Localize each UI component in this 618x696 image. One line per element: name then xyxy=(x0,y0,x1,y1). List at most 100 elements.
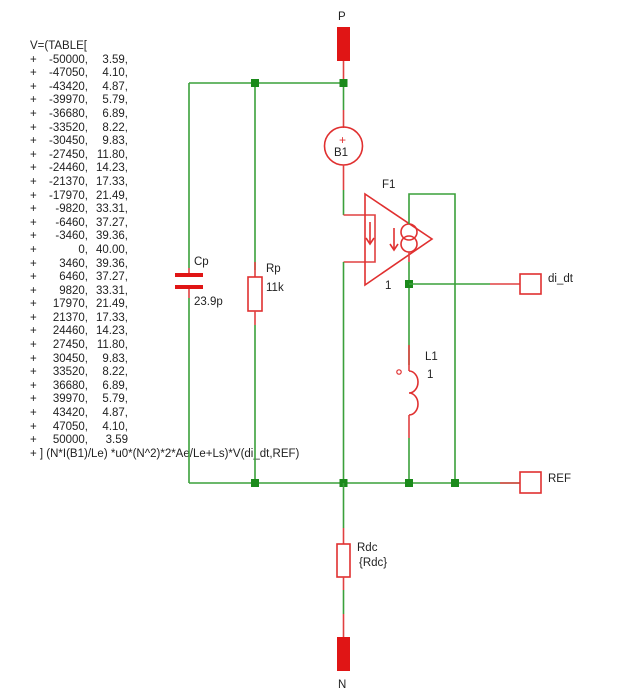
row-x-value: 0, xyxy=(78,243,88,256)
rdc-value: {Rdc} xyxy=(359,557,387,569)
row-y-value: 8.22, xyxy=(102,121,128,134)
row-y-value: 3.59 xyxy=(105,434,128,447)
row-x-value: -24460, xyxy=(48,162,88,175)
table-footer-expression: + ] (N*I(B1)/Le) *u0*(N^2)*2*Ae/Le+Ls)*V… xyxy=(30,447,300,460)
port-ref[interactable]: REF xyxy=(519,471,571,494)
cp-capacitor[interactable]: Cp 23.9p xyxy=(175,256,223,308)
table-row: +3460,39.36, xyxy=(30,258,299,272)
row-y-value: 14.23, xyxy=(96,162,128,175)
rp-body[interactable] xyxy=(247,276,263,312)
l1-inductor[interactable]: L1 1 xyxy=(396,345,438,438)
l1-polarity-dot xyxy=(396,369,402,375)
table-row: +30450,9.83, xyxy=(30,353,299,367)
row-x-value: -21370, xyxy=(48,175,88,188)
row-x-value: 50000, xyxy=(52,434,88,447)
table-row: +-39970,5.79, xyxy=(30,94,299,108)
row-x-value: -3460, xyxy=(55,230,88,243)
rp-value: 11k xyxy=(266,282,284,294)
b1-source[interactable]: + B1 xyxy=(323,126,364,166)
table-row: +-3460,39.36, xyxy=(30,230,299,244)
f1-label: F1 xyxy=(382,179,395,191)
row-prefix: + xyxy=(30,284,37,297)
row-prefix: + xyxy=(30,80,37,93)
table-row: +17970,21.49, xyxy=(30,298,299,312)
row-prefix: + xyxy=(30,434,37,447)
table-row: +0,40.00, xyxy=(30,244,299,258)
row-x-value: 33520, xyxy=(52,366,88,379)
row-x-value: -9820, xyxy=(55,203,88,216)
rp-resistor[interactable]: Rp 11k xyxy=(247,262,284,325)
row-y-value: 21.49, xyxy=(96,298,128,311)
port-di-dt-label: di_dt xyxy=(548,273,574,285)
row-y-value: 4.87, xyxy=(102,407,128,420)
row-y-value: 4.10, xyxy=(102,420,128,433)
junction xyxy=(251,479,259,487)
table-row: +47050, 4.10, xyxy=(30,421,299,435)
row-x-value: -17970, xyxy=(48,189,88,202)
row-y-value: 4.87, xyxy=(102,80,128,93)
row-y-value: 6.89, xyxy=(102,107,128,120)
table-row: +21370,17.33, xyxy=(30,312,299,326)
row-x-value: 3460, xyxy=(59,257,88,270)
row-x-value: -43420, xyxy=(48,80,88,93)
f1-sense-arrowhead xyxy=(365,237,375,246)
table-row: +36680,6.89, xyxy=(30,380,299,394)
row-y-value: 9.83, xyxy=(102,135,128,148)
b1-polarity: + xyxy=(339,133,346,147)
row-prefix: + xyxy=(30,107,37,120)
row-prefix: + xyxy=(30,121,37,134)
row-prefix: + xyxy=(30,352,37,365)
port-di-dt-box[interactable] xyxy=(519,273,542,295)
row-prefix: + xyxy=(30,339,37,352)
b1-label: B1 xyxy=(334,147,348,159)
f1-output-arrowhead xyxy=(389,243,399,252)
f1-triangle[interactable] xyxy=(364,192,434,287)
rdc-body[interactable] xyxy=(336,543,351,578)
row-prefix: + xyxy=(30,311,37,324)
row-x-value: -33520, xyxy=(48,121,88,134)
table-row: +-24460,14.23, xyxy=(30,162,299,176)
junction xyxy=(251,79,259,87)
row-y-value: 40.00, xyxy=(96,243,128,256)
port-di-dt[interactable]: di_dt xyxy=(519,273,574,295)
row-y-value: 11.80, xyxy=(96,148,128,161)
row-prefix: + xyxy=(30,94,37,107)
port-n[interactable]: N xyxy=(337,637,350,691)
table-row: +-21370,17.33, xyxy=(30,176,299,190)
row-y-value: 9.83, xyxy=(102,352,128,365)
junction xyxy=(405,479,413,487)
row-y-value: 8.22, xyxy=(102,366,128,379)
row-y-value: 3.59, xyxy=(102,53,128,66)
row-y-value: 11.80, xyxy=(96,339,128,352)
row-prefix: + xyxy=(30,271,37,284)
row-prefix: + xyxy=(30,420,37,433)
row-prefix: + xyxy=(30,189,37,202)
table-row: +50000, 3.59 xyxy=(30,434,299,448)
row-x-value: 17970, xyxy=(52,298,88,311)
table-row: +33520,8.22, xyxy=(30,366,299,380)
l1-label: L1 xyxy=(425,351,438,363)
rdc-label: Rdc xyxy=(357,542,378,554)
row-prefix: + xyxy=(30,67,37,80)
table-row: +43420,4.87, xyxy=(30,407,299,421)
port-p[interactable]: P xyxy=(337,11,350,61)
table-row: + -33520, 8.22, xyxy=(30,122,299,136)
l1-coil[interactable] xyxy=(408,370,419,416)
row-x-value: -27450, xyxy=(48,148,88,161)
row-prefix: + xyxy=(30,175,37,188)
cp-plate-bottom[interactable] xyxy=(175,285,203,289)
port-ref-box[interactable] xyxy=(519,471,542,494)
table-row: +-50000,3.59, xyxy=(30,54,299,68)
row-y-value: 37.27, xyxy=(96,216,128,229)
row-x-value: -36680, xyxy=(48,107,88,120)
table-row: +-47050,4.10, xyxy=(30,67,299,81)
cp-plate-top[interactable] xyxy=(175,273,203,277)
wire-f1-sense-loop xyxy=(343,214,376,263)
row-x-value: 21370, xyxy=(52,311,88,324)
port-n-body[interactable] xyxy=(337,637,350,671)
rdc-resistor[interactable]: Rdc {Rdc} xyxy=(336,528,387,590)
table-row: +-27450,11.80, xyxy=(30,149,299,163)
row-x-value: 47050, xyxy=(52,420,88,433)
port-p-body[interactable] xyxy=(337,27,350,61)
